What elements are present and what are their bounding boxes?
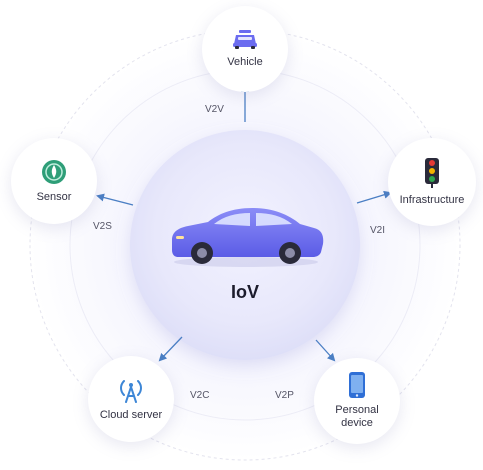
node-personal-device-label-2: device (341, 417, 373, 429)
traffic-light-icon (425, 157, 439, 188)
node-infrastructure-label: Infrastructure (399, 193, 465, 206)
arrow-v2s (96, 193, 134, 206)
vehicle-icon (233, 29, 257, 49)
label-v2i: V2I (370, 225, 386, 236)
node-personal-device[interactable]: Personal device (314, 358, 400, 444)
phone-icon (349, 372, 365, 398)
node-sensor[interactable]: Sensor (11, 138, 97, 224)
node-infrastructure[interactable]: Infrastructure (388, 138, 476, 226)
node-personal-device-label-1: Personal (335, 404, 379, 416)
arrow-v2p (315, 339, 336, 362)
label-v2s: V2S (93, 221, 112, 232)
node-sensor-label: Sensor (36, 190, 72, 203)
antenna-icon (120, 379, 142, 403)
center-label: IoV (230, 282, 259, 302)
arrow-v2i (356, 190, 392, 204)
node-vehicle-label: Vehicle (227, 55, 263, 68)
arrow-v2c (158, 336, 183, 362)
label-v2p: V2P (275, 390, 294, 401)
node-cloud-server[interactable]: Cloud server (88, 356, 174, 442)
node-cloud-server-label: Cloud server (99, 408, 163, 421)
label-v2c: V2C (190, 390, 210, 401)
sensor-icon (42, 159, 66, 184)
label-v2v: V2V (205, 104, 224, 115)
car-icon (172, 208, 324, 267)
node-vehicle[interactable]: Vehicle (202, 6, 288, 92)
